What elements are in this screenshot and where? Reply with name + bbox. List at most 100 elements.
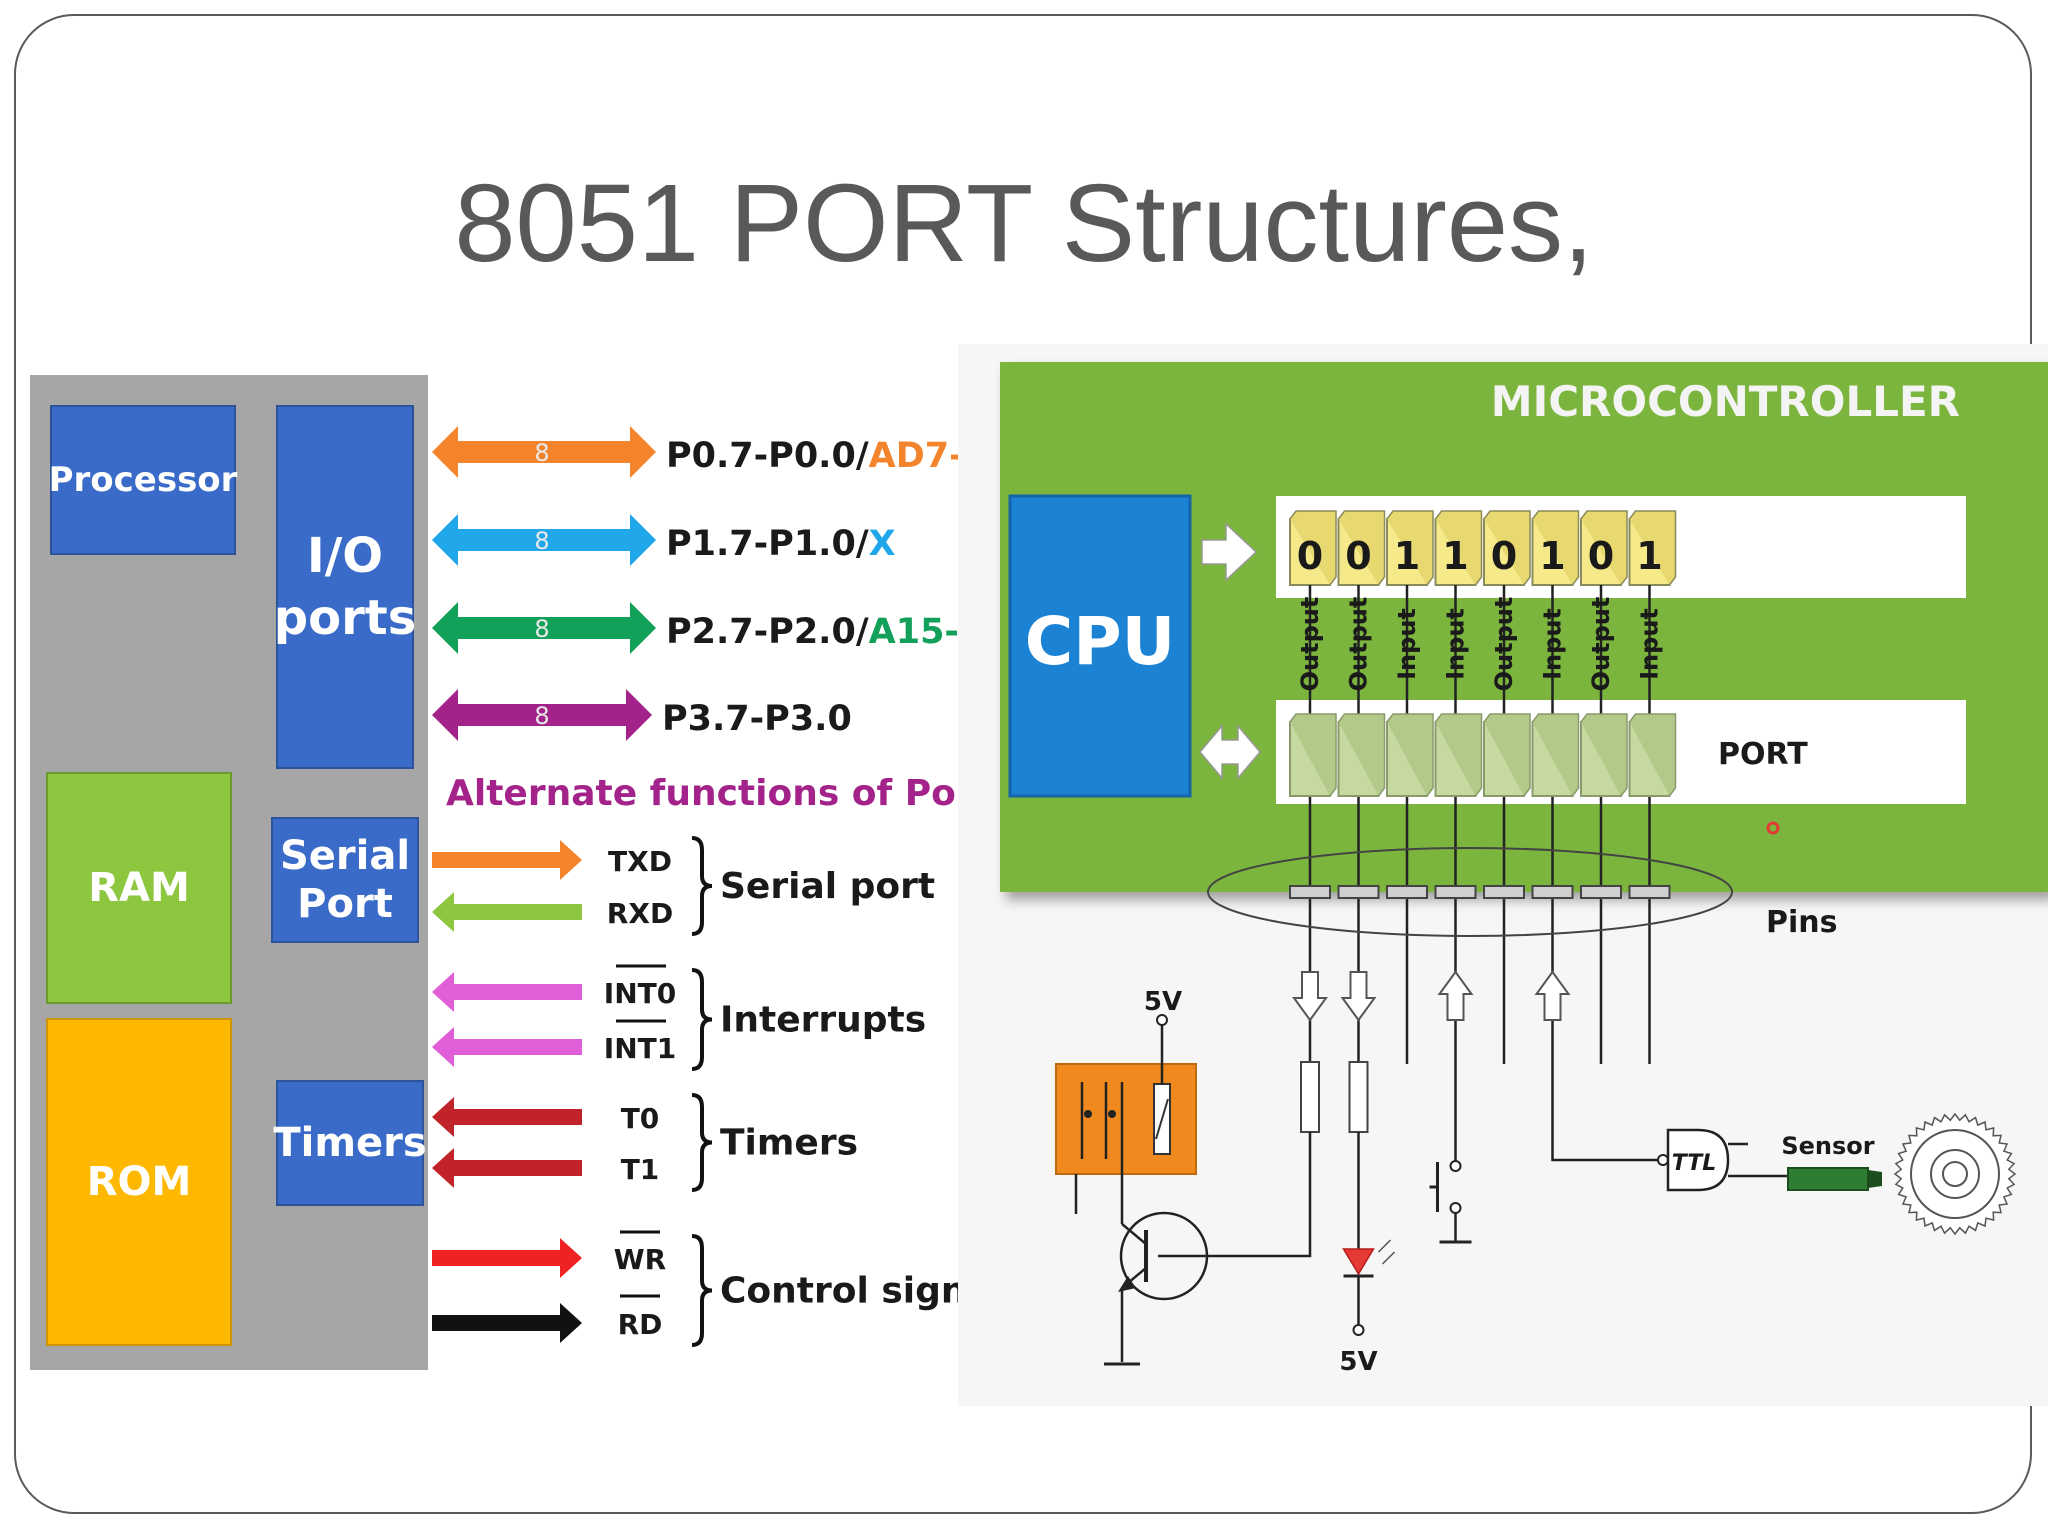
timers-label: Timers xyxy=(273,1120,427,1166)
pin-pad-6 xyxy=(1580,885,1622,899)
serial-port-block: Serial Port xyxy=(271,817,419,943)
register-bit-4-edge xyxy=(1483,510,1531,586)
register-bit-0-value: 0 xyxy=(1297,534,1323,578)
sensor-label: Sensor xyxy=(1781,1132,1874,1160)
supply-top-terminal xyxy=(1156,1014,1168,1026)
relay-contact-0-dot xyxy=(1084,1110,1092,1118)
group-0-signal-1-label: RXD xyxy=(607,897,673,930)
group-1-signal-1-label: INT1 xyxy=(604,1032,676,1065)
pin-pad-2 xyxy=(1386,885,1428,899)
port-bus-3-label: P3.7-P3.0 xyxy=(662,699,852,739)
register-bit-7-edge xyxy=(1628,510,1677,586)
port-bus-3-arrow xyxy=(432,689,652,741)
group-0-signal-0-label: TXD xyxy=(608,845,672,878)
register-bit-7-value: 1 xyxy=(1636,534,1662,578)
led-ray-2 xyxy=(1381,1251,1396,1265)
wire-area xyxy=(1258,899,1778,1079)
group-1-name: Interrupts xyxy=(720,1000,926,1041)
group-2-signal-1-arrow xyxy=(432,1148,582,1188)
pins-label: Pins xyxy=(1766,905,1837,940)
cpu-port-bidirectional-arrow xyxy=(1199,723,1261,781)
port-bus-1-arrow xyxy=(432,514,656,566)
transistor-base-wire xyxy=(1158,1132,1312,1258)
led-ray-1 xyxy=(1377,1239,1392,1253)
group-0-signal-1-arrow xyxy=(432,892,582,932)
ram-block: RAM xyxy=(46,772,232,1004)
pin-3-direction-arrow xyxy=(1437,970,1474,1021)
pin-0-direction-arrow xyxy=(1292,971,1328,1022)
ttl-gate-label: TTL xyxy=(1672,1151,1717,1176)
relay-coil-mark xyxy=(1155,1098,1169,1140)
group-2-signal-1-label: T1 xyxy=(621,1153,660,1186)
pin-pad-3 xyxy=(1434,885,1477,899)
pin-5-direction-arrow xyxy=(1534,970,1571,1021)
register-bit-6-edge xyxy=(1580,510,1628,586)
resistor-1 xyxy=(1348,1061,1369,1133)
port-bus-1-label-alt: X xyxy=(869,524,896,564)
pin-pad-7 xyxy=(1628,885,1671,899)
cpu-to-register-arrow xyxy=(1201,522,1258,582)
group-1-brace xyxy=(691,968,713,1071)
group-3-signal-1-arrow xyxy=(432,1303,582,1343)
processor-label: Processor xyxy=(48,460,238,500)
button-terminal-top xyxy=(1449,1160,1462,1172)
gear-ring-inner xyxy=(1942,1161,1968,1187)
direction-label-3: Input xyxy=(1442,608,1470,680)
group-0-name: Serial port xyxy=(720,866,935,907)
port-bus-3-label-main: P3.7-P3.0 xyxy=(662,699,852,739)
port-cell-5-edge xyxy=(1531,713,1580,797)
group-3-brace xyxy=(691,1234,713,1347)
relay-block xyxy=(1055,1063,1197,1175)
microcontroller-title: MICROCONTROLLER xyxy=(1491,377,1960,426)
port-bus-0-arrow xyxy=(432,426,656,478)
relay-contact-1-dot xyxy=(1108,1110,1116,1118)
port-label: PORT xyxy=(1718,737,1808,772)
port-cell-4-edge xyxy=(1483,713,1531,797)
register-bit-4-value: 0 xyxy=(1491,534,1517,578)
port-bus-1-width: 8 xyxy=(534,527,549,555)
direction-label-6: Output xyxy=(1587,597,1615,692)
pin-pad-4 xyxy=(1483,885,1525,899)
gate-bubble xyxy=(1657,1154,1669,1166)
gear-ring-middle xyxy=(1930,1149,1980,1199)
ram-label: RAM xyxy=(88,865,190,911)
register-bit-5-value: 1 xyxy=(1539,534,1565,578)
supply-top-label: 5V xyxy=(1144,987,1182,1017)
cpu-label: CPU xyxy=(1025,603,1175,680)
serial-port-label-line1: Serial xyxy=(279,833,411,879)
pin-pad-1 xyxy=(1337,885,1380,899)
register-bit-6-value: 0 xyxy=(1588,534,1614,578)
group-2-signal-0-label: T0 xyxy=(621,1102,660,1135)
direction-label-1: Output xyxy=(1345,597,1373,692)
supply-bottom-terminal xyxy=(1352,1324,1365,1336)
button-terminal-bottom xyxy=(1449,1202,1462,1214)
group-3-signal-0-label: WR xyxy=(614,1243,666,1276)
slide-title: 8051 PORT Structures, xyxy=(454,162,1594,285)
register-bit-0-edge xyxy=(1289,510,1337,586)
io-ports-block: I/O ports xyxy=(274,405,416,769)
cpu-block xyxy=(1008,494,1192,798)
group-2-signal-0-arrow xyxy=(432,1097,582,1137)
direction-label-2: Input xyxy=(1393,608,1421,680)
port-bus-1-label-main: P1.7-P1.0/ xyxy=(666,524,869,564)
port-bus-1-label: P1.7-P1.0/X xyxy=(666,524,896,564)
port-bus-0-label-main: P0.7-P0.0/ xyxy=(666,436,869,476)
group-3-name: Control signals xyxy=(720,1271,960,1312)
group-1-signal-0-label: INT0 xyxy=(604,977,676,1010)
port-bus-2-width: 8 xyxy=(534,615,549,643)
sensor-body xyxy=(1787,1167,1869,1191)
register-bit-2-edge xyxy=(1386,510,1434,586)
block-diagram-panel: Processor I/O ports RAM Serial Port ROM … xyxy=(20,355,960,1385)
pin-pad-5 xyxy=(1531,885,1574,899)
port-cell-0-edge xyxy=(1289,713,1337,797)
sensor-gear xyxy=(1893,1112,2017,1236)
port-cell-2-edge xyxy=(1386,713,1434,797)
port-signal-diagram: 8P0.7-P0.0/AD7-AD08P1.7-P1.0/X8P2.7-P2.0… xyxy=(432,426,960,1347)
gate-output-wire xyxy=(1551,1064,1658,1162)
group-1-signal-0-arrow xyxy=(432,972,582,1012)
supply-bottom-label: 5V xyxy=(1339,1347,1377,1377)
gear-ring-outer xyxy=(1910,1129,2000,1219)
port-cell-6-edge xyxy=(1580,713,1628,797)
